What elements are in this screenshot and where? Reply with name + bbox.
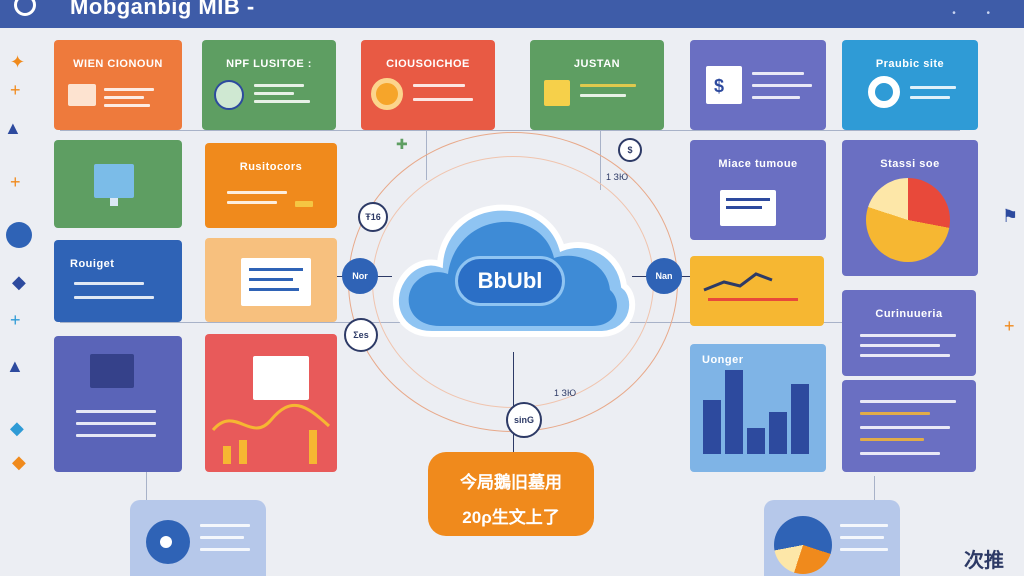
- flag-icon: ⚑: [1002, 206, 1019, 226]
- bar-3: [747, 428, 765, 454]
- wave-chart-icon: [211, 403, 331, 464]
- card-wien[interactable]: WIEN CIONOUN: [54, 40, 182, 130]
- window-icon: [90, 354, 134, 388]
- card-monitor[interactable]: [54, 140, 182, 228]
- dollar-sign: $: [714, 76, 725, 96]
- target-icon: [6, 222, 32, 248]
- plus-icon: +: [10, 80, 21, 100]
- card-form[interactable]: [205, 238, 337, 322]
- footer-line-1: 今局鵝旧墓用: [460, 473, 562, 492]
- connector-line: [146, 470, 147, 500]
- card-list[interactable]: [54, 336, 182, 472]
- card-title: NPF LUSITOE :: [226, 58, 312, 70]
- card-finance[interactable]: $: [690, 40, 826, 130]
- card-ciou[interactable]: CIOUSOICHOE: [361, 40, 495, 130]
- plus-icon: +: [10, 172, 21, 192]
- card-curinuueria[interactable]: Curinuueria: [842, 290, 976, 376]
- user-icon: ▲: [6, 356, 24, 376]
- node-small[interactable]: $: [618, 138, 642, 162]
- card-analytics[interactable]: [205, 334, 337, 472]
- monitor-icon: [94, 164, 134, 198]
- card-rusitocors[interactable]: Rusitocors: [205, 143, 337, 228]
- connector-line: [874, 476, 875, 500]
- card-title: WIEN CIONOUN: [73, 58, 163, 70]
- triangle-icon: ▲: [4, 118, 22, 138]
- plus-icon: ✚: [396, 136, 408, 152]
- card-title: Praubic site: [875, 58, 945, 70]
- header-dots-icon: • •: [952, 8, 1004, 19]
- card-title: Uonger: [702, 354, 744, 366]
- node-sing[interactable]: sinG: [506, 402, 542, 438]
- chart-circle-icon: [214, 80, 244, 110]
- card-justan[interactable]: JUSTAN: [530, 40, 664, 130]
- plus-icon: ✦: [10, 52, 26, 72]
- annotation: 1 ЗЮ: [554, 388, 577, 398]
- card-title: Curinuueria: [875, 308, 943, 320]
- card-praubic[interactable]: Praubic site: [842, 40, 978, 130]
- card-title: Miace tumoue: [718, 158, 798, 170]
- card-bottom-right[interactable]: [764, 500, 900, 576]
- node-nan[interactable]: Nan: [646, 258, 682, 294]
- hub-label[interactable]: BbUbl: [455, 256, 565, 306]
- pie-chart-icon: [866, 178, 950, 262]
- note-icon: [544, 80, 570, 106]
- connector-line: [60, 130, 960, 131]
- card-title: CIOUSOICHOE: [386, 58, 470, 70]
- trend-line-icon: [703, 272, 773, 292]
- footer-line-2: 20ρ生文上了: [462, 508, 560, 527]
- donut-icon: [371, 78, 403, 110]
- card-title: JUSTAN: [573, 58, 621, 70]
- footer-banner[interactable]: 今局鵝旧墓用 20ρ生文上了: [428, 452, 594, 536]
- card-title: Rusitocors: [239, 161, 303, 173]
- node-es[interactable]: Σes: [344, 318, 378, 352]
- page-title: Mobganbig MIB -: [70, 0, 255, 19]
- card-bottom-left[interactable]: [130, 500, 266, 576]
- analytics-icon: [253, 356, 309, 400]
- annotation: 1 ЗЮ: [606, 172, 629, 182]
- diamond-icon: ◆: [10, 418, 24, 438]
- plus-icon: +: [1004, 316, 1015, 336]
- card-trend[interactable]: [690, 256, 824, 326]
- card-stassi[interactable]: Stassi soe: [842, 140, 978, 276]
- card-title: Stassi soe: [880, 158, 940, 170]
- card-progress[interactable]: [842, 380, 976, 472]
- bar-5: [791, 384, 809, 454]
- bar-4: [769, 412, 787, 454]
- card-miace[interactable]: Miace tumoue: [690, 140, 826, 240]
- header-bar: Mobganbig MIB - • •: [0, 0, 1024, 28]
- card-npf[interactable]: NPF LUSITOE :: [202, 40, 336, 130]
- logo-icon: [14, 0, 36, 16]
- corner-mark: 次推: [964, 550, 1004, 572]
- diamond-icon: ◆: [12, 452, 26, 472]
- bar-2: [725, 370, 743, 454]
- card-title: Rouiget: [70, 258, 115, 270]
- dollar-icon: [706, 66, 742, 104]
- plus-icon: +: [10, 310, 21, 330]
- card-rouiget[interactable]: Rouiget: [54, 240, 182, 322]
- form-icon: [241, 258, 311, 306]
- bar-1: [703, 400, 721, 454]
- donut-chart-icon: [774, 516, 832, 574]
- diamond-icon: ◆: [12, 272, 26, 292]
- window-icon: [68, 84, 96, 106]
- ring-icon: [868, 76, 900, 108]
- node-16[interactable]: Ŧ16: [358, 202, 388, 232]
- node-nor[interactable]: Nor: [342, 258, 378, 294]
